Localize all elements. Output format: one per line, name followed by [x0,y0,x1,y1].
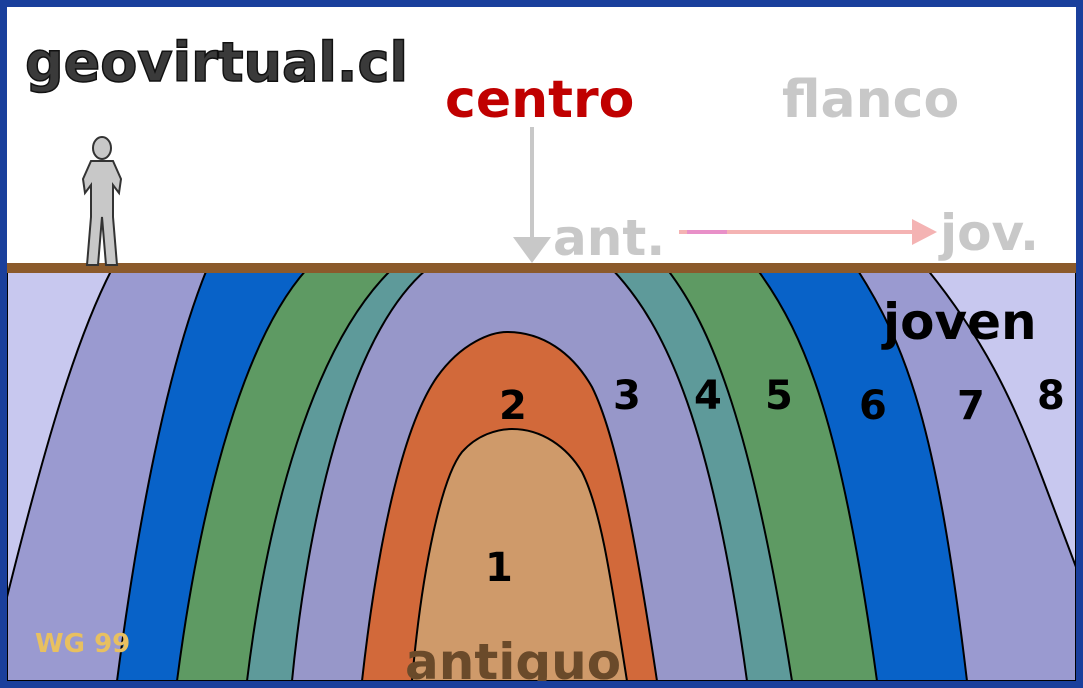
site-label: geovirtual.cl [25,31,408,94]
layer-number-7: 7 [957,383,985,429]
layer-number-8: 8 [1037,373,1065,419]
age-direction-arrow [679,219,937,245]
older-short-label: ant. [553,209,665,267]
flank-label: flanco [782,70,959,130]
layer-numbers: 1 2 3 4 5 6 7 8 [485,373,1065,591]
layer-1 [410,427,629,681]
layer-number-5: 5 [765,373,793,419]
anticline-diagram: geovirtual.cl centro flanco ant. jov. jo… [7,7,1076,681]
layer-number-2: 2 [499,383,527,429]
layer-number-4: 4 [694,373,722,419]
rock-layers [7,269,1076,681]
ground-surface [7,263,1076,273]
oldest-label: antiguo [405,633,621,681]
sky [7,7,1076,269]
youngest-label: joven [881,293,1037,351]
layer-number-1: 1 [485,545,513,591]
layer-number-6: 6 [859,383,887,429]
credit-label: WG 99 [35,629,130,659]
center-arrow [513,127,551,263]
layer-number-3: 3 [613,373,641,419]
center-label: centro [445,70,634,130]
younger-short-label: jov. [938,204,1039,262]
person-icon [81,136,123,266]
